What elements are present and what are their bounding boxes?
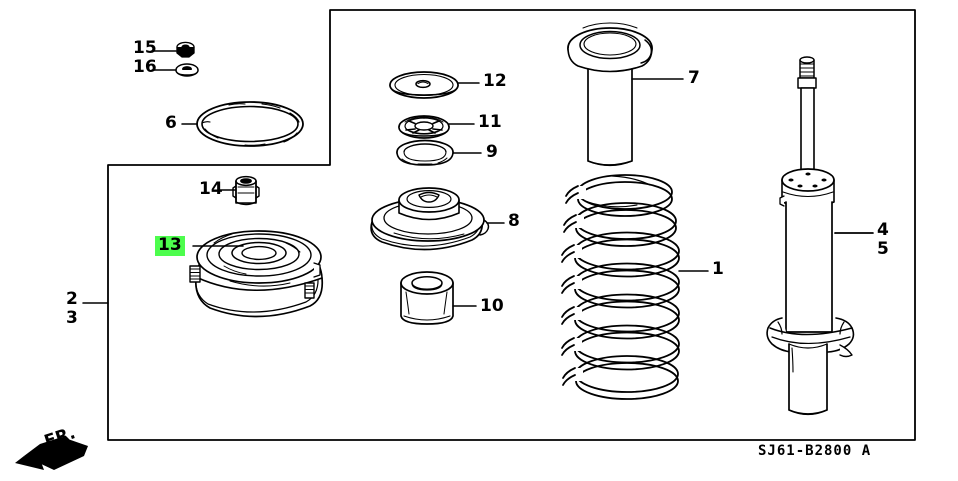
part-13-mounting-base (189, 230, 324, 318)
callout-3[interactable]: 3 (66, 308, 78, 328)
callout-1[interactable]: 1 (712, 259, 724, 279)
fr-direction-arrow (15, 437, 88, 470)
diagram-frame-border (107, 9, 916, 441)
callout-9[interactable]: 9 (486, 142, 498, 162)
callout-8[interactable]: 8 (508, 211, 520, 231)
part-7-dust-cover (567, 22, 653, 167)
part-1-coil-spring (561, 174, 680, 400)
part-13-stud-left (189, 265, 201, 283)
callout-6[interactable]: 6 (165, 113, 177, 133)
callout-4[interactable]: 4 (877, 220, 889, 240)
callout-7[interactable]: 7 (688, 68, 700, 88)
part-9-bearing-ring (396, 139, 454, 166)
diagram-part-number: SJ61-B2800 A (758, 443, 872, 459)
part-4-5-shock-absorber (766, 56, 855, 416)
callout-13-highlighted[interactable]: 13 (155, 236, 185, 256)
callout-12[interactable]: 12 (483, 71, 507, 91)
callout-11[interactable]: 11 (478, 112, 502, 132)
callout-15[interactable]: 15 (133, 38, 157, 58)
callout-14[interactable]: 14 (199, 179, 223, 199)
part-13-stud-right (304, 282, 315, 299)
part-6-ring (196, 101, 304, 147)
part-10-bushing (400, 271, 454, 325)
callout-5[interactable]: 5 (877, 239, 889, 259)
part-14-flange-nut (232, 175, 260, 206)
part-16-washer (175, 63, 199, 77)
callout-10[interactable]: 10 (480, 296, 504, 316)
part-11-mount-rubber (398, 115, 450, 139)
part-15-nut (176, 41, 195, 58)
callout-leader-lines (82, 50, 874, 307)
callout-2[interactable]: 2 (66, 289, 78, 309)
part-8-spring-seat (370, 187, 490, 251)
callout-16[interactable]: 16 (133, 57, 157, 77)
part-12-washer-plate (389, 71, 459, 99)
